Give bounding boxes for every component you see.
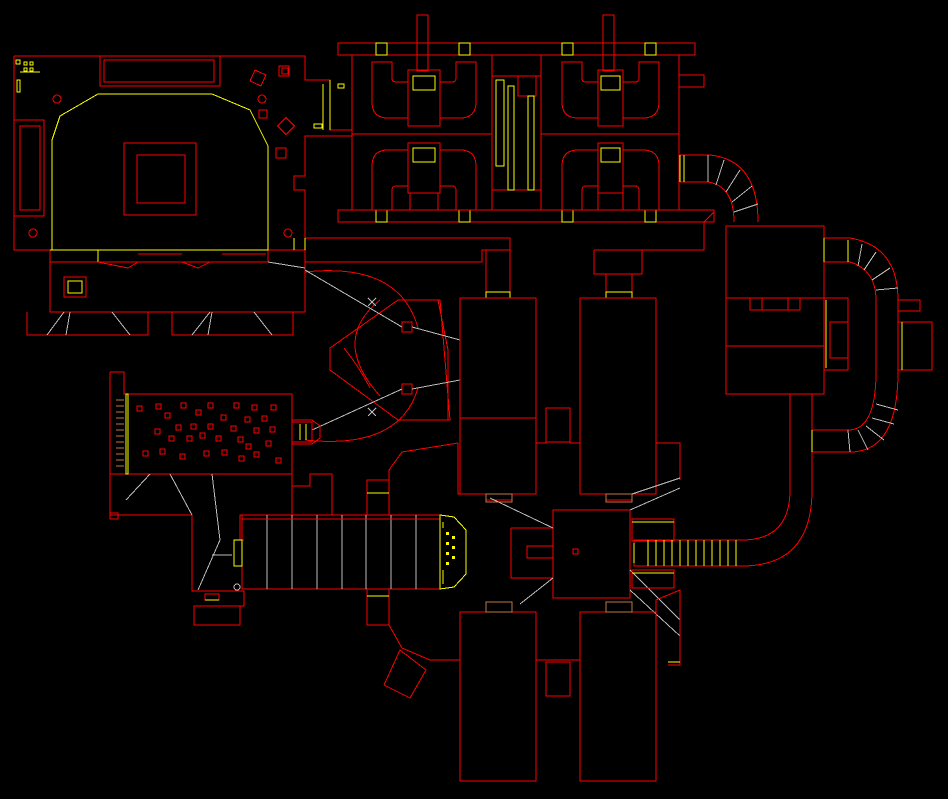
northwest-room (13, 55, 353, 269)
arc-bridge (291, 269, 461, 445)
west-corridor (26, 250, 306, 336)
west-armory (109, 371, 333, 626)
north-hall (293, 222, 705, 299)
east-coil (633, 154, 933, 567)
central-hall (383, 297, 681, 782)
west-long-hall (233, 479, 467, 626)
north-complex (337, 14, 715, 223)
